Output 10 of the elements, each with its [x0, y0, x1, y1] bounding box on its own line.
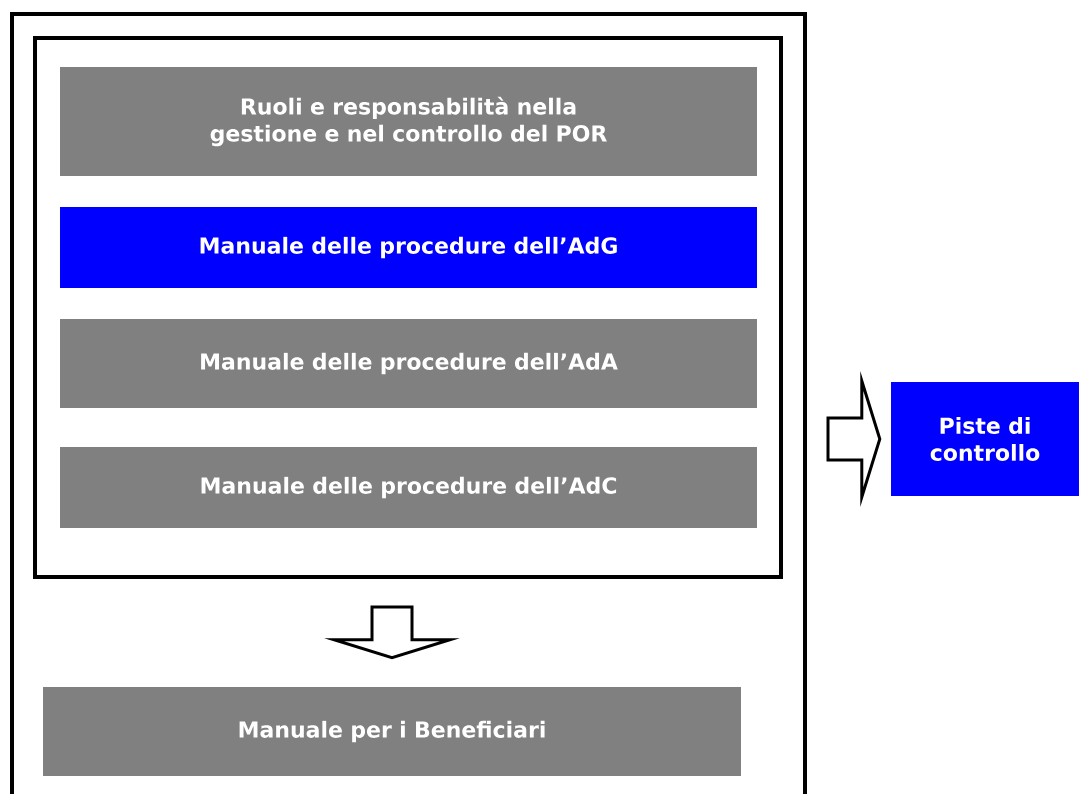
document-box: Manuale delle procedure dell’AdA — [60, 319, 757, 408]
document-box: Manuale per i Beneficiari — [43, 687, 741, 776]
document-box: Manuale delle procedure dell’AdC — [60, 447, 757, 528]
inner-frame — [33, 36, 783, 579]
block-arrow — [826, 371, 882, 507]
outer-frame — [10, 12, 807, 794]
block-arrow — [324, 605, 460, 660]
result-box: Piste di controllo — [891, 382, 1079, 496]
document-box: Ruoli e responsabilità nella gestione e nel controllo del POR — [60, 67, 757, 176]
document-box: Manuale delle procedure dell’AdG — [60, 207, 757, 288]
